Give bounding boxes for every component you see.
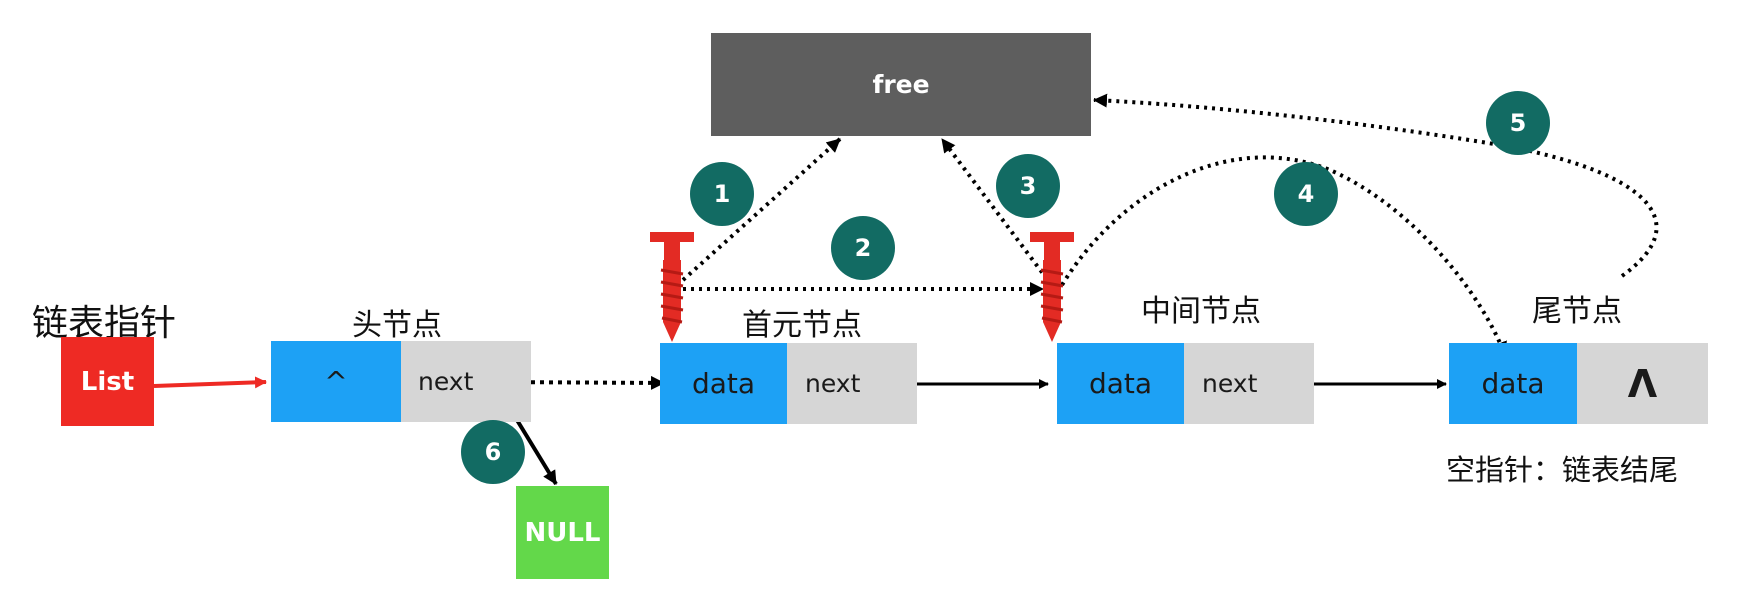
first-node-next-cell: next (787, 343, 917, 424)
tail-node-next-cell: Λ (1577, 343, 1708, 424)
step-badge-5: 5 (1486, 91, 1550, 155)
middle-node-next-label: next (1202, 369, 1258, 398)
step-badge-1: 1 (690, 162, 754, 226)
step-badge-3: 3 (996, 154, 1060, 218)
first-node-caption: 首元节点 (742, 308, 862, 343)
tail-null-note: 空指针：链表结尾 (1446, 453, 1679, 487)
list-pointer-arrow (153, 376, 267, 389)
list-pointer-box: List (61, 337, 154, 426)
middle-node-caption: 中间节点 (1141, 294, 1261, 329)
tail-node-caption: 尾节点 (1532, 294, 1622, 329)
head-node-next-label: next (418, 367, 474, 396)
middle-node-next-cell: next (1184, 343, 1314, 424)
middle-node-data-cell: data (1057, 343, 1184, 424)
free-box: free (711, 33, 1091, 136)
head-node-caption: 头节点 (352, 308, 442, 343)
first-node-data-cell: data (660, 343, 787, 424)
first-node-next-label: next (805, 369, 861, 398)
step5-arrow (1093, 93, 1659, 278)
step4-arrow (1060, 155, 1507, 356)
pin-icon (1030, 232, 1074, 342)
null-box: NULL (516, 486, 609, 579)
step-badge-6: 6 (461, 420, 525, 484)
step-badge-4: 4 (1274, 162, 1338, 226)
step3-arrow (940, 137, 1049, 281)
step-badge-2: 2 (831, 216, 895, 280)
head-node-next-cell: next (401, 341, 531, 422)
tail-node-data-cell: data (1449, 343, 1577, 424)
head-node-data-cell: ^ (271, 341, 401, 422)
step1-arrow (681, 137, 842, 282)
pin-icon (650, 232, 694, 342)
